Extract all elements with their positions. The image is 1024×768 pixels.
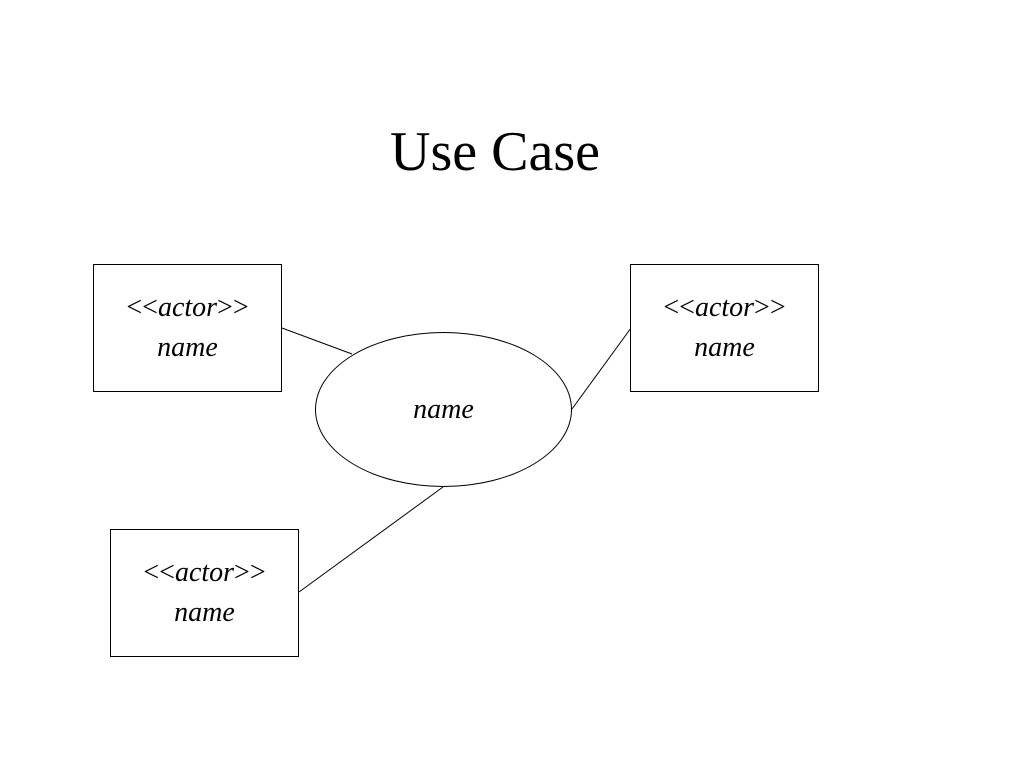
stereotype-open: << bbox=[663, 292, 695, 323]
stereotype-open: << bbox=[143, 557, 175, 588]
actor-box[interactable]: <<actor>> name bbox=[630, 264, 819, 392]
actor-name: name bbox=[157, 332, 218, 363]
slide-title: Use Case bbox=[390, 121, 600, 183]
actor-stereotype: <<actor>> bbox=[143, 553, 265, 593]
use-case-ellipse[interactable]: name bbox=[315, 332, 572, 487]
stereotype-close: >> bbox=[234, 557, 266, 588]
actor-box[interactable]: <<actor>> name bbox=[93, 264, 282, 392]
actor-box[interactable]: <<actor>> name bbox=[110, 529, 299, 657]
stereotype-close: >> bbox=[754, 292, 786, 323]
association-line-actor-3 bbox=[298, 486, 444, 593]
actor-stereotype: <<actor>> bbox=[126, 288, 248, 328]
use-case-name: name bbox=[413, 393, 474, 425]
stereotype-keyword: actor bbox=[157, 292, 218, 323]
stereotype-open: << bbox=[126, 292, 158, 323]
actor-stereotype: <<actor>> bbox=[663, 288, 785, 328]
actor-name: name bbox=[694, 332, 755, 363]
association-line-actor-1 bbox=[281, 327, 353, 355]
stereotype-close: >> bbox=[217, 292, 249, 323]
stereotype-keyword: actor bbox=[694, 292, 755, 323]
stereotype-keyword: actor bbox=[174, 557, 235, 588]
association-line-actor-2 bbox=[571, 327, 632, 410]
actor-name: name bbox=[174, 597, 235, 628]
